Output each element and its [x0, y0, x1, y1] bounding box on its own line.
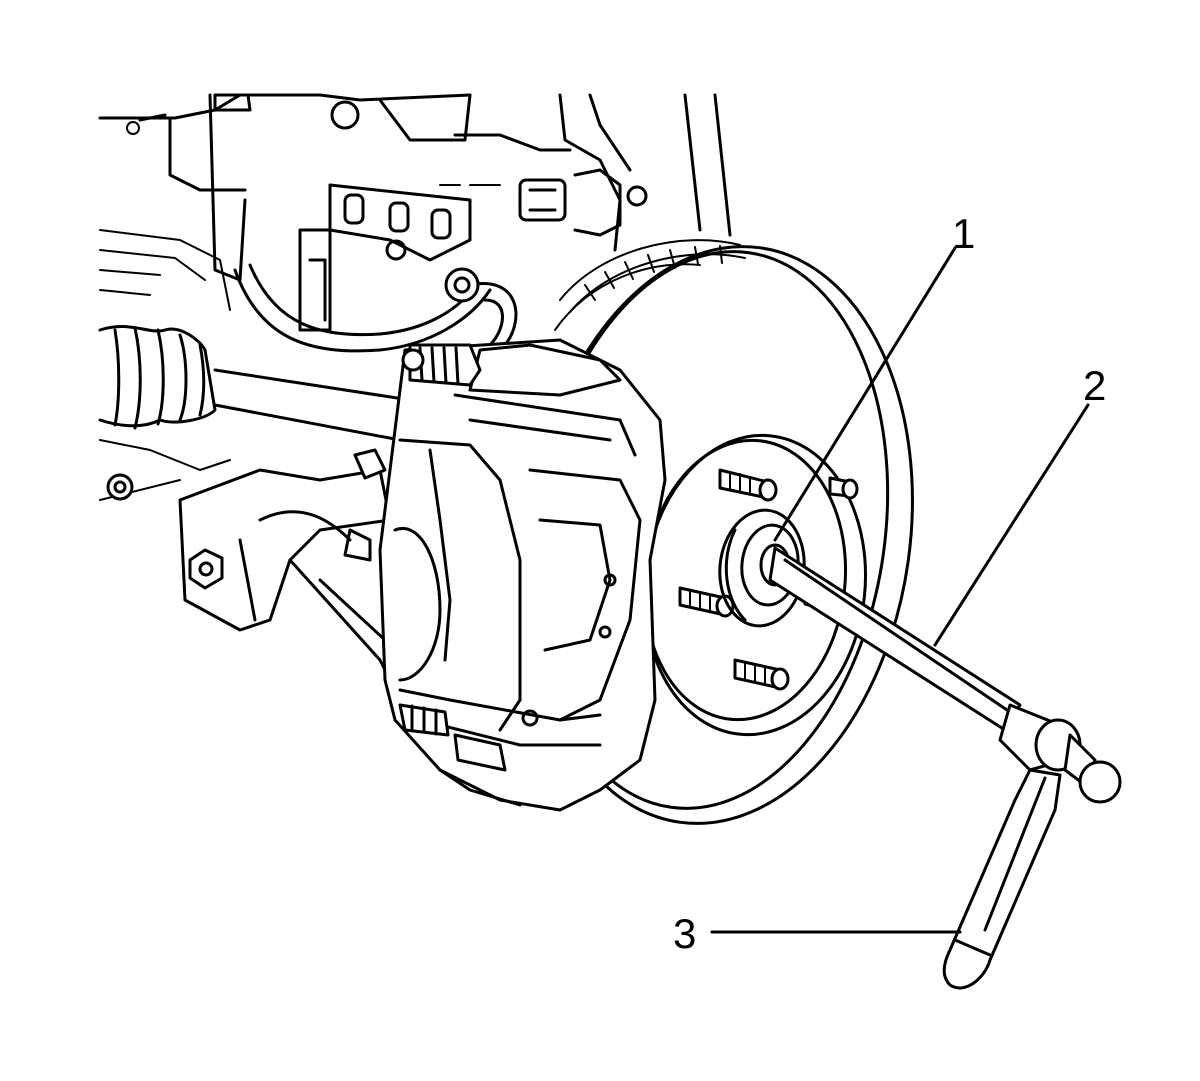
callout-leaders — [710, 246, 1090, 934]
wheel-stud — [678, 586, 735, 618]
subframe — [98, 93, 732, 282]
wheel-stud — [718, 468, 778, 502]
callout-3: 3 — [673, 910, 696, 957]
slide-hammer-tool — [768, 546, 1122, 990]
callout-2: 2 — [1083, 362, 1106, 409]
callout-1: 1 — [952, 210, 975, 257]
wheel-stud — [828, 476, 859, 500]
brake-caliper — [343, 338, 667, 812]
callout-labels: 1 2 3 — [673, 210, 1106, 957]
leader-1 — [773, 246, 957, 542]
drive-axle — [98, 229, 412, 501]
wheel-stud — [733, 658, 790, 691]
lower-control-arm — [178, 468, 402, 702]
leader-2 — [933, 403, 1090, 647]
upper-bolt — [518, 168, 648, 237]
mounting-bracket — [298, 183, 472, 332]
brake-hose — [233, 263, 518, 353]
